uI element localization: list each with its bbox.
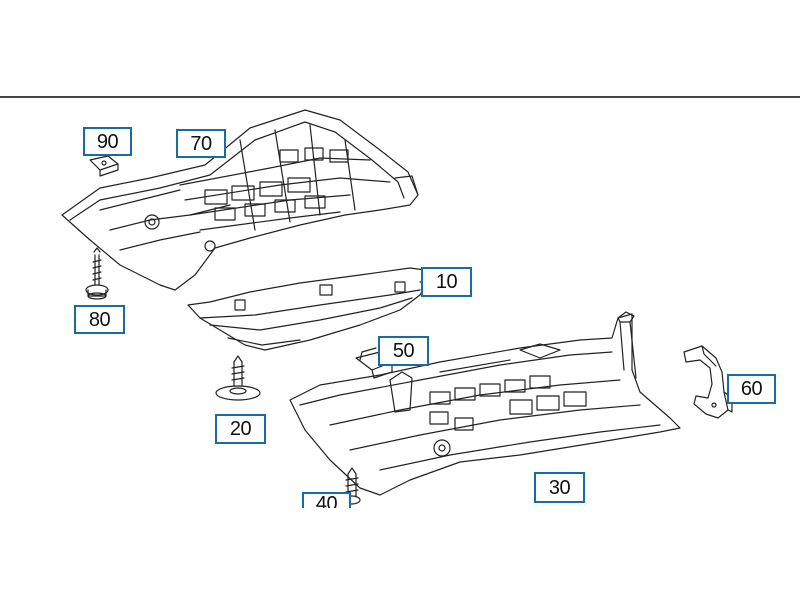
parts-drawing	[61, 109, 735, 505]
callout-50[interactable]: 50	[378, 336, 429, 366]
part-60-side-bracket[interactable]	[683, 345, 733, 419]
callout-90-label: 90	[96, 130, 119, 153]
parts-diagram	[0, 98, 800, 508]
part-30-lower-panel[interactable]	[289, 311, 681, 496]
callout-30[interactable]: 30	[534, 472, 585, 503]
part-70-upper-panel[interactable]	[61, 109, 419, 291]
callout-80[interactable]: 80	[74, 305, 125, 334]
callout-60-label: 60	[740, 378, 763, 400]
part-90-clip[interactable]	[89, 155, 119, 177]
callout-20-label: 20	[229, 418, 252, 440]
callout-10[interactable]: 10	[421, 267, 472, 297]
callout-80-label: 80	[88, 308, 111, 331]
part-20-screw[interactable]	[215, 355, 261, 401]
top-divider-line	[0, 96, 800, 98]
callout-30-label: 30	[548, 476, 571, 499]
part-10-middle-shield[interactable]	[187, 267, 429, 351]
callout-40[interactable]: 40	[302, 492, 351, 508]
callout-50-label: 50	[392, 340, 415, 362]
callout-60[interactable]: 60	[727, 374, 776, 404]
callout-20[interactable]: 20	[215, 414, 266, 444]
callout-40-label: 40	[315, 493, 338, 508]
part-80-bolt[interactable]	[85, 247, 109, 300]
callout-10-label: 10	[435, 271, 458, 293]
callout-70-label: 70	[190, 132, 212, 155]
callout-70[interactable]: 70	[176, 129, 226, 158]
callout-90[interactable]: 90	[83, 127, 132, 156]
